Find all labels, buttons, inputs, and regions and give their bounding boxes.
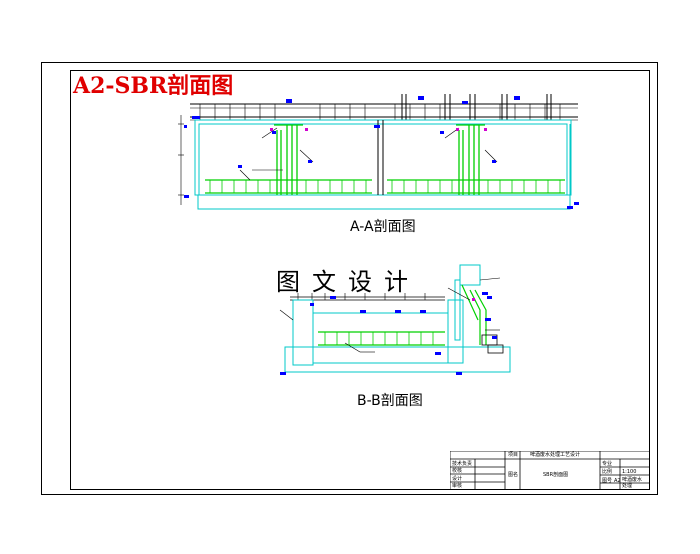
project-label: 项目	[508, 452, 519, 458]
right-note-2: 处理	[622, 483, 633, 489]
tb-row-4: 审核	[452, 483, 463, 489]
section-b-caption: B-B剖面图	[357, 393, 423, 409]
drawn-label: 专业	[602, 461, 613, 467]
right-note-1: 啤酒废水	[622, 477, 643, 483]
drawing-border-outer	[41, 62, 658, 495]
sheet-label: 图号	[602, 478, 613, 484]
project-name: 啤酒废水处理工艺设计	[530, 452, 581, 458]
scale-label: 比例	[602, 469, 613, 475]
drawing-name: SBR剖面图	[543, 472, 569, 478]
drawing-border-inner	[70, 70, 650, 490]
title-block: 项目 啤酒废水处理工艺设计 技术负责 校核 设计 审核 图名 SBR剖面图 专业…	[450, 451, 650, 490]
scale-value: 1:100	[622, 469, 637, 475]
tb-row-2: 校核	[452, 468, 463, 474]
sheet-value: A2	[614, 478, 621, 484]
drawing-title: A2-SBR剖面图	[73, 73, 234, 99]
watermark-text: 图文设计	[276, 268, 420, 296]
section-a-caption: A-A剖面图	[350, 219, 416, 235]
title-block-grid	[450, 451, 650, 490]
drawing-name-label: 图名	[508, 472, 519, 478]
tb-row-3: 设计	[452, 476, 463, 482]
tb-row-1: 技术负责	[452, 461, 473, 467]
